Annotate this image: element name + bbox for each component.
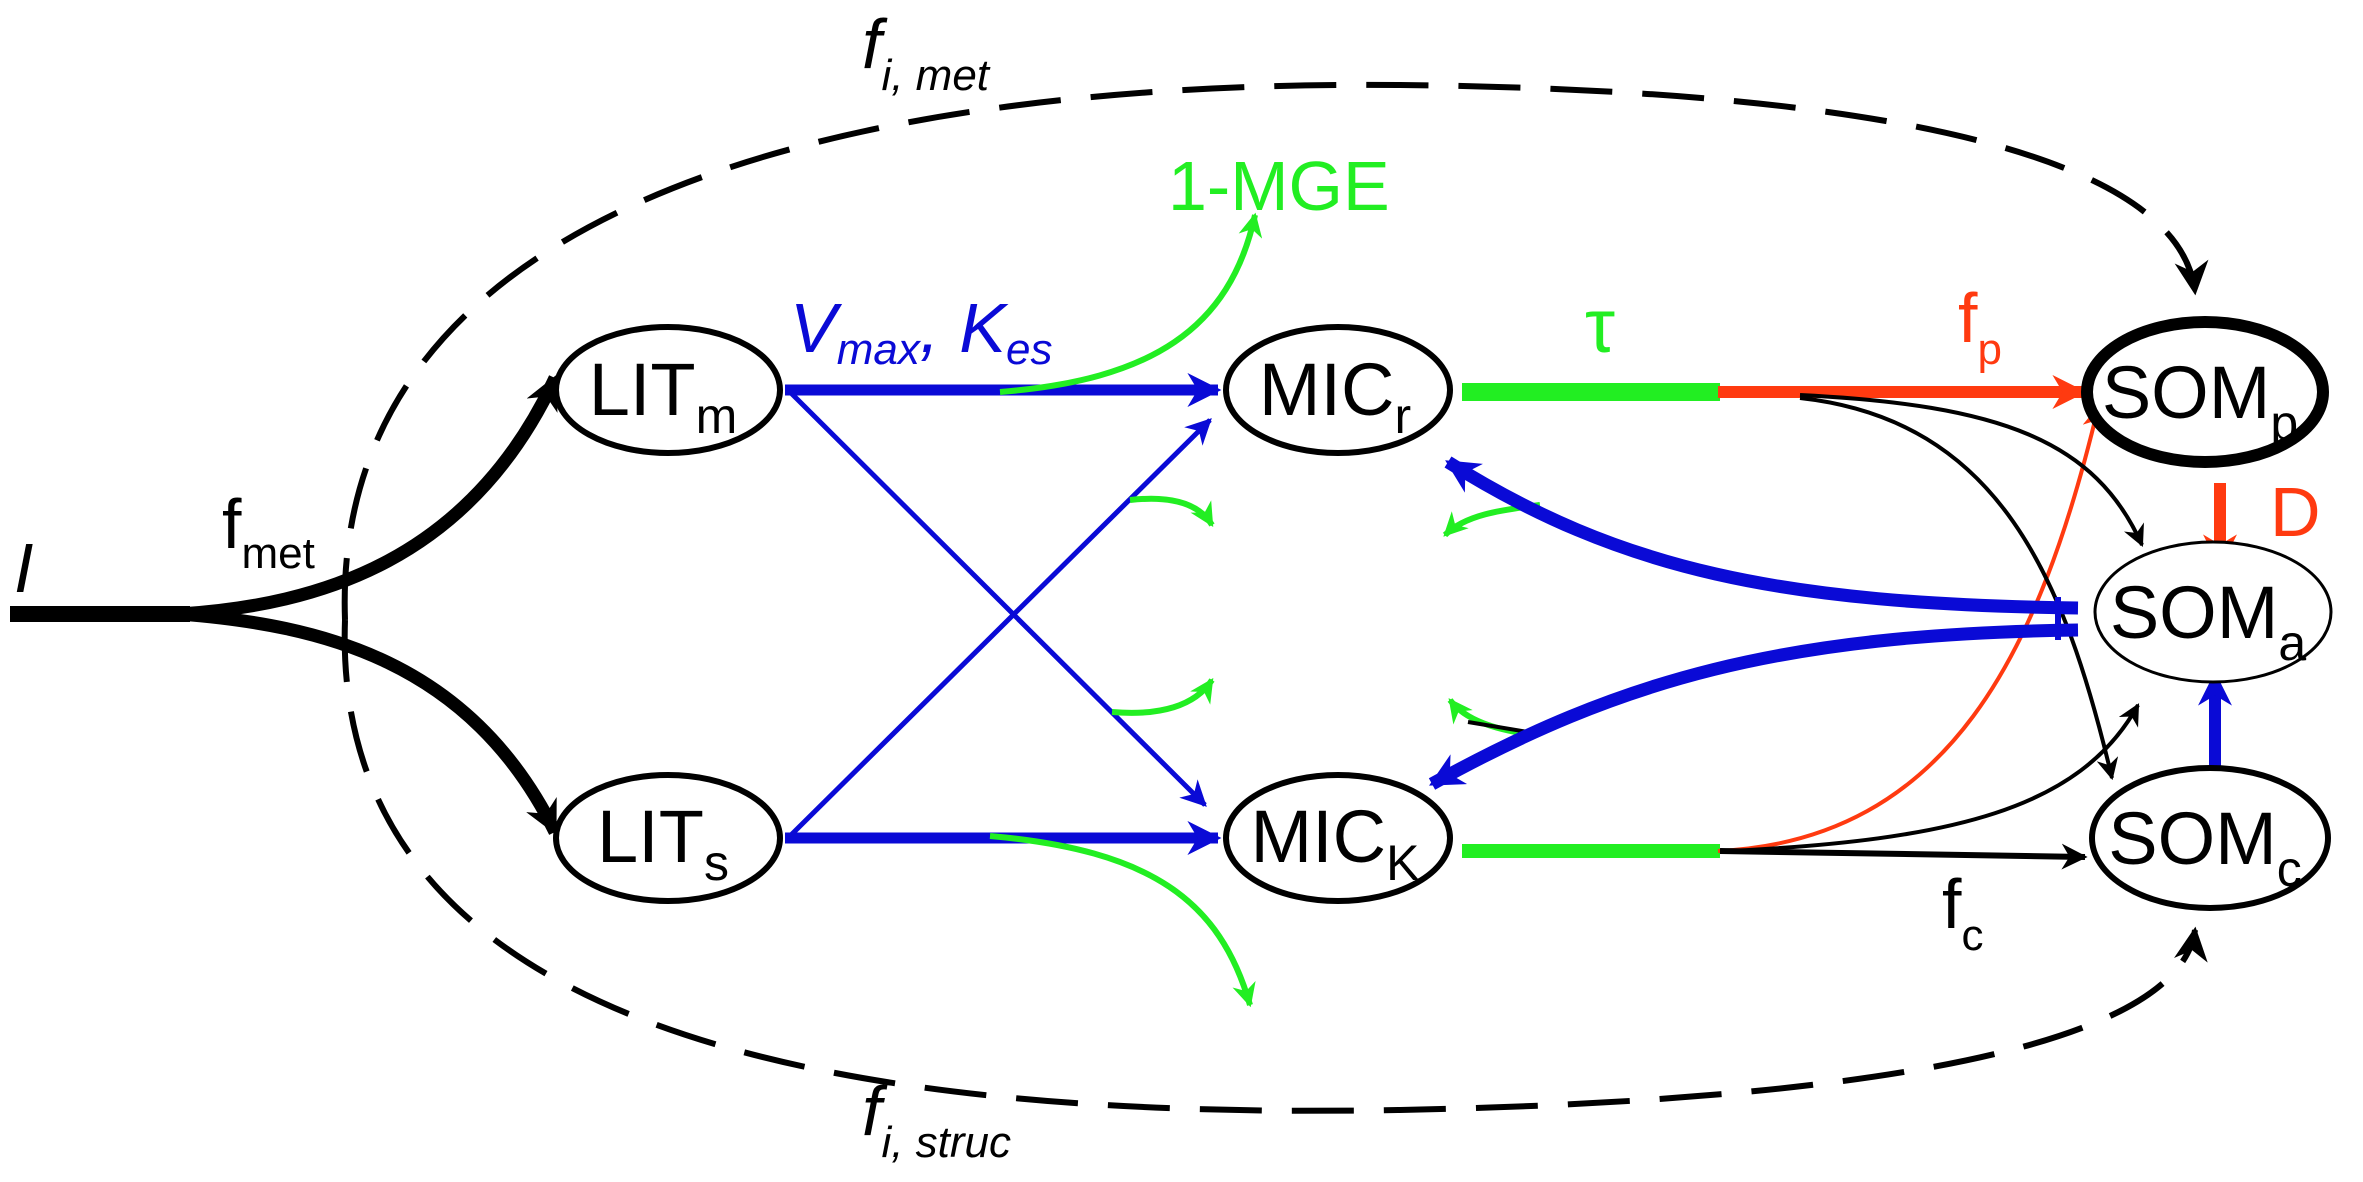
mic-r-base: MIC xyxy=(1259,348,1395,431)
f-c-label: fc xyxy=(1942,865,1983,960)
f-c-base: f xyxy=(1942,865,1962,943)
arrow-mic-k-to-som-p xyxy=(1717,405,2105,853)
lit-m-base: LIT xyxy=(589,348,696,431)
arrow-som-a-to-mic-k xyxy=(1428,623,2079,790)
f-met-label: fmet xyxy=(222,485,315,578)
kes-base: K xyxy=(959,289,1009,367)
mic-r-sub: r xyxy=(1395,388,1412,444)
mic-k-node xyxy=(1223,772,1453,904)
d-label: D xyxy=(2270,473,2321,551)
green-arrow-cross-lower xyxy=(1111,677,1215,716)
som-p-node xyxy=(2081,316,2329,468)
f-c-sub: c xyxy=(1961,911,1983,960)
arrow-mic-r-to-som-c xyxy=(1799,396,2119,781)
mic-r-label: MICr xyxy=(1259,348,1411,444)
mic-r-node xyxy=(1223,324,1453,456)
som-c-sub: c xyxy=(2277,841,2302,897)
dashed-arrow-f-i-met xyxy=(341,81,2209,621)
green-arrow-mge-bottom xyxy=(989,833,1256,1008)
lit-s-sub: s xyxy=(704,835,729,891)
input-label: I xyxy=(14,529,33,607)
arrow-mic-k-to-som-c xyxy=(1719,843,2088,870)
vmax-base: V xyxy=(790,289,843,367)
arrow-mic-r-to-som-a xyxy=(1799,393,2144,548)
som-p-base: SOM xyxy=(2102,351,2271,434)
lit-s-base: LIT xyxy=(597,795,704,878)
f-p-label: fp xyxy=(1958,279,2002,374)
dashed-arrow-f-i-struc xyxy=(341,619,2208,1114)
f-i-struc-sub: i, struc xyxy=(881,1118,1011,1167)
arrow-lit-s-to-mic-r xyxy=(788,418,1212,838)
f-p-base: f xyxy=(1958,279,1978,357)
som-c-base: SOM xyxy=(2108,797,2277,880)
mic-k-sub: K xyxy=(1386,835,1419,891)
lit-m-node xyxy=(553,324,783,456)
som-p-sub: p xyxy=(2270,395,2298,451)
som-a-base: SOM xyxy=(2110,571,2279,654)
som-c-node xyxy=(2089,765,2331,911)
kes-sub: es xyxy=(1006,325,1052,374)
arrow-input-to-lit-m xyxy=(179,374,561,621)
lit-m-sub: m xyxy=(696,388,738,444)
f-met-sub: met xyxy=(241,529,314,578)
som-a-sub: a xyxy=(2278,615,2306,671)
lit-s-node xyxy=(553,772,783,904)
f-p-sub: p xyxy=(1977,325,2001,374)
tau-label: τ xyxy=(1585,284,1615,369)
mge-label: 1-MGE xyxy=(1168,147,1390,225)
som-a-label: SOMa xyxy=(2110,571,2307,671)
arrow-lit-m-to-mic-k xyxy=(788,390,1207,807)
f-i-met-sub: i, met xyxy=(881,51,990,100)
lit-m-label: LITm xyxy=(589,348,738,444)
arrow-input-to-lit-s xyxy=(179,607,561,836)
mic-k-label: MICK xyxy=(1250,795,1419,891)
lit-s-label: LITs xyxy=(597,795,729,891)
vmax-sub: max xyxy=(837,325,922,374)
arrow-som-a-to-mic-r xyxy=(1444,456,2079,615)
f-met-base: f xyxy=(222,485,242,563)
mic-k-base: MIC xyxy=(1250,795,1386,878)
som-p-label: SOMp xyxy=(2102,351,2298,451)
som-a-node xyxy=(2093,540,2333,684)
som-c-label: SOMc xyxy=(2108,797,2302,897)
vmax-comma: , xyxy=(920,289,939,367)
vmax-kes-label: Vmax, Kes xyxy=(790,289,1052,374)
arrow-mic-k-to-som-a xyxy=(1729,703,2140,853)
f-i-met-label: fi, met xyxy=(862,5,991,100)
green-arrow-mge-top xyxy=(999,212,1263,395)
green-arrow-cross-upper xyxy=(1129,495,1215,528)
